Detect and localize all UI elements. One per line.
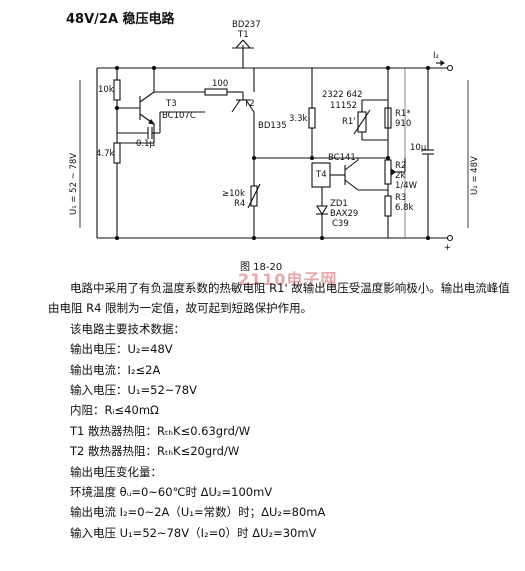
watermark-logo: 2110电子网	[238, 270, 338, 289]
label-r2-pw: 1/4W	[395, 181, 418, 191]
label-r4: R4	[234, 199, 245, 209]
junction	[151, 65, 157, 71]
t3-emitter-arrow	[148, 119, 156, 125]
junction	[251, 155, 257, 161]
junction	[319, 235, 325, 241]
body-text: 电路中采用了有负温度系数的热敏电阻 R1' 故输出电压受温度影响极小。输出电流峰…	[48, 278, 518, 543]
junction	[425, 65, 431, 71]
t1-lead-b	[242, 39, 251, 49]
paragraph: 环境温度 θᵤ=0~60℃时 ΔU₂=100mV	[70, 485, 273, 500]
label-r1-val: 910	[395, 119, 411, 129]
label-r2: R2	[395, 161, 406, 171]
r4-adjust-arrow	[247, 183, 261, 209]
junction	[114, 65, 120, 71]
label-t4: T4	[315, 170, 327, 180]
current-arrow-head	[440, 59, 445, 67]
label-t3-part: BC107C	[162, 111, 196, 121]
label-r1-code1: 2322 642	[322, 90, 363, 100]
junction	[385, 65, 391, 71]
paragraph: 输出电流：I₂≤2A	[70, 362, 161, 377]
label-r3k3: 3.3k	[289, 114, 308, 124]
resistor-3k3	[308, 107, 316, 129]
resistor-10k	[113, 79, 121, 101]
label-t2: T2	[243, 99, 255, 109]
output-terminal-minus	[446, 234, 454, 242]
label-zd1-sub: C39	[332, 219, 349, 229]
label-r4-val: ≥10k	[222, 189, 245, 199]
paragraph: 输入电压 U₁=52~78V（I₂=0）时 ΔU₂=30mV	[70, 525, 317, 540]
label-u1: U₁ = 52 ~ 78V	[69, 153, 79, 215]
t2-collector	[245, 99, 255, 113]
resistor-100	[204, 88, 228, 96]
label-t1-part: BD237	[232, 20, 261, 30]
paragraph: 输出电流 I₂=0~2A（U₁=常数）时；ΔU₂=80mA	[70, 505, 326, 520]
paragraph: T2 散热器热阻：RₜₕK≤20grd/W	[70, 444, 240, 459]
label-r10k: 10k	[98, 85, 114, 95]
label-r3-val: 6.8k	[395, 203, 414, 213]
output-terminal-plus	[446, 64, 454, 72]
paragraph: 输出电压变化量：	[70, 464, 162, 479]
label-t1: T1	[237, 30, 249, 40]
pot-wiper	[390, 167, 396, 177]
junction	[251, 235, 257, 241]
label-r4k7: 4.7k	[96, 149, 115, 159]
resistor-4k7	[113, 142, 121, 164]
paragraph: 电路中采用了有负温度系数的热敏电阻 R1' 故输出电压受温度影响极小。输出电流峰…	[48, 281, 510, 316]
t3-collector	[139, 91, 155, 103]
t2-emitter	[231, 99, 241, 113]
label-r100: 100	[212, 79, 228, 89]
junction	[114, 235, 120, 241]
label-r1: R1*	[395, 109, 411, 119]
junction	[425, 235, 431, 241]
label-zd1: ZD1	[330, 199, 348, 209]
junction	[385, 155, 391, 161]
t4-em	[344, 179, 359, 191]
label-r1-code2: 11152	[330, 101, 357, 111]
label-r3: R3	[395, 193, 406, 203]
paragraph: 输入电压：U₁=52~78V	[70, 383, 197, 398]
potentiometer-r2	[384, 159, 392, 185]
thermistor-arrow	[353, 109, 371, 135]
t1-lead-a	[235, 39, 244, 49]
t4-col	[344, 159, 359, 171]
label-t2-part: BD135	[258, 121, 287, 131]
paragraph: 输出电压：U₂=48V	[70, 342, 173, 357]
page-title: 48V/2A 稳压电路	[66, 12, 175, 27]
paragraph: 该电路主要技术数据：	[70, 321, 185, 336]
figure-caption: 图 18-20	[240, 262, 283, 273]
resistor-r3	[384, 195, 392, 217]
paragraph: T1 散热器热阻：RₜₕK≤0.63grd/W	[70, 423, 251, 438]
label-c10: 10μ	[410, 143, 427, 153]
resistor-r1	[384, 107, 392, 129]
label-r2-val: 2k	[395, 171, 405, 181]
label-t4-part: BC141	[328, 153, 356, 163]
label-c01: 0.1μ	[136, 139, 156, 149]
zener-diode	[316, 205, 328, 216]
label-t3: T3	[165, 99, 177, 109]
label-plus: +	[444, 243, 451, 253]
junction	[309, 155, 315, 161]
label-r1p: R1'	[342, 117, 356, 127]
paragraph: 内阻：Rᵢ≤40mΩ	[70, 403, 159, 418]
label-zd1-part: BAX29	[330, 209, 358, 219]
label-i2: I₂	[433, 51, 439, 61]
circuit-diagram: BD237 T1 100 T2 BD135 T3 BC107C 10k 0.1μ…	[69, 20, 480, 253]
label-u2: U₂ = 48V	[470, 156, 480, 195]
